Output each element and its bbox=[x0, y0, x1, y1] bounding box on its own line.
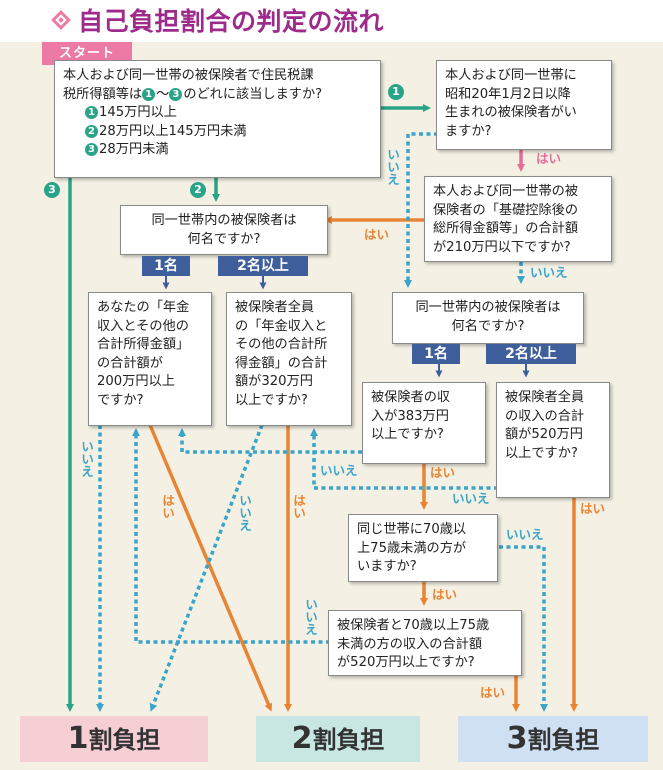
arrow-520-no bbox=[310, 428, 498, 490]
label-age-no: いいえ bbox=[506, 527, 544, 542]
q-income-383: 被保険者の収入が383万円以上ですか? bbox=[362, 382, 486, 464]
label-520-yes: はい bbox=[580, 501, 606, 516]
branch-num-1: 1 bbox=[388, 84, 404, 100]
label-combined-no: いいえ bbox=[303, 598, 318, 636]
label-combined-yes: はい bbox=[480, 685, 506, 700]
q-count-left: 同一世帯内の被保険者は何名ですか? bbox=[120, 205, 328, 255]
label-deduction-yes: はい bbox=[364, 227, 390, 242]
tag-left-two-plus: 2名以上 bbox=[218, 256, 308, 276]
tag-right-two-plus: 2名以上 bbox=[486, 344, 576, 364]
label-single-no: いいえ bbox=[79, 440, 94, 478]
label-520-no: いいえ bbox=[452, 491, 490, 506]
arrow-birth-no bbox=[404, 132, 438, 288]
arrow-383-no bbox=[178, 428, 362, 454]
label-birth-no: いいえ bbox=[385, 148, 400, 186]
arrow-combined-no bbox=[132, 428, 330, 644]
diamond-icon bbox=[51, 10, 71, 30]
arrow-single-yes bbox=[148, 424, 273, 712]
label-single-yes: はい bbox=[160, 494, 175, 519]
page-title: 自己負担割合の判定の流れ bbox=[78, 7, 385, 36]
q-income-520: 被保険者全員の収入の合計額が520万円以上ですか? bbox=[496, 382, 610, 498]
q-deduction-210: 本人および同一世帯の被保険者の「基礎控除後の総所得金額等」の合計額が210万円以… bbox=[424, 176, 612, 262]
arrow-multi-no bbox=[149, 424, 264, 712]
label-birth-yes: はい bbox=[536, 151, 562, 166]
label-383-yes: はい bbox=[430, 465, 456, 480]
tag-right-one: 1名 bbox=[412, 344, 460, 364]
branch-num-3: 3 bbox=[44, 182, 60, 198]
tag-left-one: 1名 bbox=[142, 256, 190, 276]
label-multi-yes: はい bbox=[291, 494, 306, 519]
q-combined-520: 被保険者と70歳以上75歳未満の方の収入の合計額が520万円以上ですか? bbox=[328, 610, 522, 676]
q-age-70-75: 同じ世帯に70歳以上75歳未満の方がいますか? bbox=[348, 514, 498, 582]
q-count-right: 同一世帯内の被保険者は何名ですか? bbox=[392, 292, 584, 344]
result-2wari: 2割負担 bbox=[256, 716, 420, 762]
label-age-yes: はい bbox=[432, 587, 458, 602]
result-1wari: 1割負担 bbox=[20, 716, 208, 762]
arrow-age-no bbox=[499, 545, 548, 712]
label-deduction-no: いいえ bbox=[530, 265, 568, 280]
label-multi-no: いいえ bbox=[237, 494, 252, 532]
q-pension-multi: 被保険者全員の「年金収入とその他の合計所得金額」の合計額が320万円以上ですか? bbox=[226, 292, 352, 426]
result-3wari: 3割負担 bbox=[458, 716, 648, 762]
label-383-no: いいえ bbox=[320, 463, 358, 478]
q-birth-date: 本人および同一世帯に昭和20年1月2日以降生まれの被保険者がいますか? bbox=[436, 60, 612, 150]
branch-num-2: 2 bbox=[190, 182, 206, 198]
